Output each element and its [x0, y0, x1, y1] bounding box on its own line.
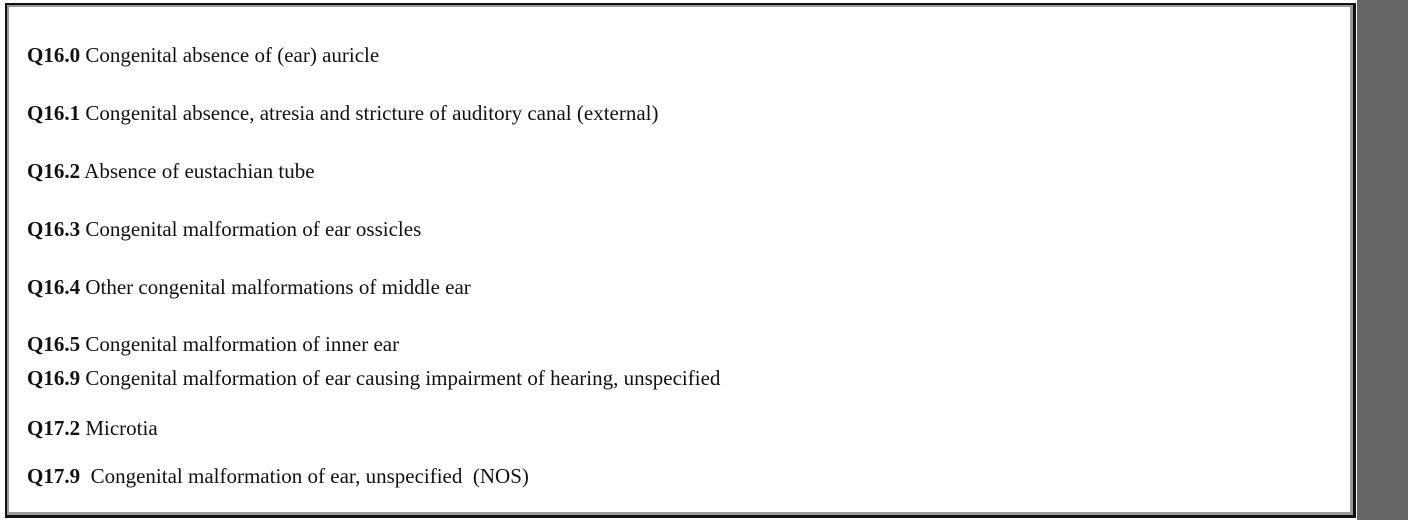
entry-text: Congenital malformation of ear, unspecif… — [80, 464, 529, 488]
entry-code: Q16.3 — [27, 217, 81, 241]
entry-code: Q16.2 — [27, 159, 81, 183]
entry-text: Absence of eustachian tube — [80, 159, 315, 183]
list-item: Q16.9 Congenital malformation of ear cau… — [27, 366, 720, 391]
entry-code: Q16.4 — [27, 275, 81, 299]
entry-text: Other congenital malformations of middle… — [80, 275, 471, 299]
list-item: Q16.3 Congenital malformation of ear oss… — [27, 217, 421, 242]
entry-text: Congenital malformation of ear causing i… — [80, 366, 721, 390]
entry-text: Microtia — [80, 416, 158, 440]
entry-text: Congenital absence, atresia and strictur… — [80, 101, 659, 125]
entry-text: Congenital malformation of inner ear — [80, 332, 400, 356]
entry-text: Congenital absence of (ear) auricle — [80, 43, 380, 67]
entry-code: Q16.5 — [27, 332, 81, 356]
entry-code: Q16.9 — [27, 366, 81, 390]
list-item: Q16.1 Congenital absence, atresia and st… — [27, 101, 659, 126]
list-item: Q17.2 Microtia — [27, 416, 158, 441]
document-frame: Q16.0 Congenital absence of (ear) auricl… — [5, 3, 1356, 518]
list-item: Q17.9 Congenital malformation of ear, un… — [27, 464, 529, 489]
entry-code: Q16.1 — [27, 101, 81, 125]
entry-code: Q17.9 — [27, 464, 81, 488]
entry-code: Q16.0 — [27, 43, 81, 67]
list-item: Q16.4 Other congenital malformations of … — [27, 275, 471, 300]
list-item: Q16.0 Congenital absence of (ear) auricl… — [27, 43, 379, 68]
list-item: Q16.5 Congenital malformation of inner e… — [27, 332, 399, 357]
side-gray-panel — [1357, 0, 1408, 520]
list-item: Q16.2 Absence of eustachian tube — [27, 159, 315, 184]
entry-text: Congenital malformation of ear ossicles — [80, 217, 422, 241]
entry-code: Q17.2 — [27, 416, 81, 440]
